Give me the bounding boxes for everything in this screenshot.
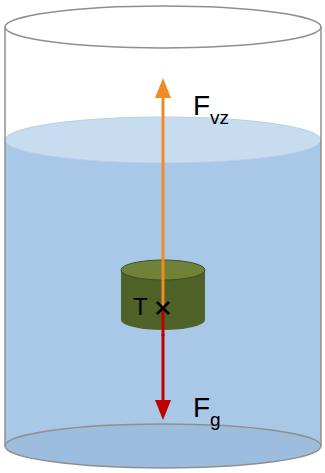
buoyancy-arrowhead (155, 78, 171, 98)
gravity-force-label: Fg (193, 394, 221, 429)
force-subscript: vz (210, 107, 229, 128)
beaker-bottom (5, 424, 321, 468)
submerged-cylinder: T (119, 258, 207, 336)
force-symbol: F (193, 90, 210, 121)
force-symbol: F (193, 392, 210, 423)
force-subscript: g (210, 409, 221, 430)
beaker-wall (4, 27, 6, 446)
beaker-wall (320, 27, 322, 446)
gravity-arrowhead (155, 400, 171, 420)
buoyancy-force-label: Fvz (193, 92, 229, 127)
buoyancy-arrow (162, 96, 165, 262)
point-label: T (133, 295, 148, 319)
cylinder-shape (119, 258, 207, 336)
gravity-arrow (162, 334, 165, 402)
beaker-rim (5, 6, 321, 48)
